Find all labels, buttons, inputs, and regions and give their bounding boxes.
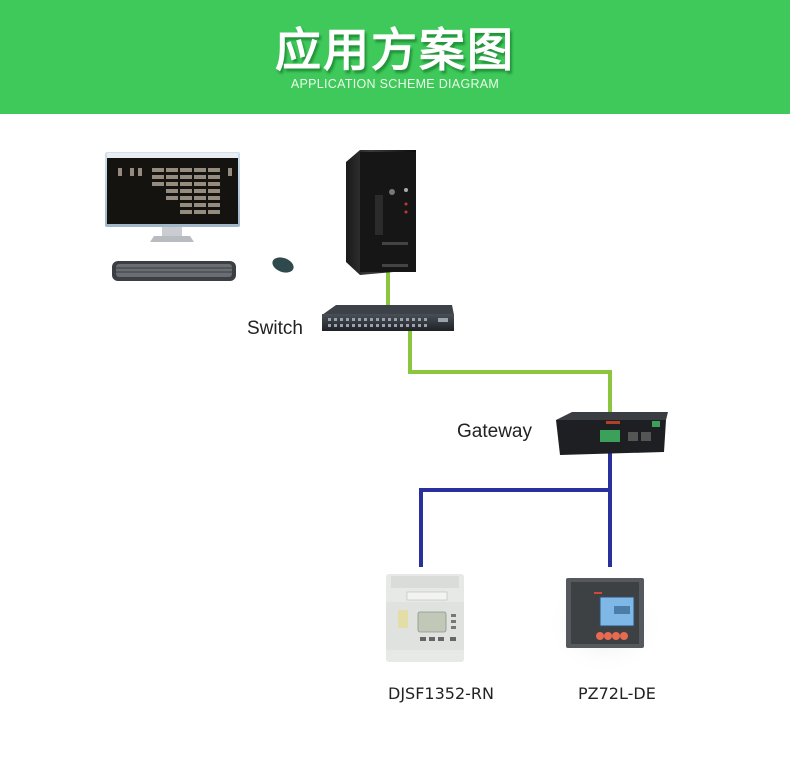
rs485-links [419,452,612,567]
gateway-label: Gateway [457,421,532,442]
ethernet-links [386,272,612,414]
panel-meter-icon [545,575,665,675]
din-rail-meter-icon [386,574,464,662]
switch-gateway-link [408,330,612,414]
computer-workstation-icon [105,152,294,281]
switch-label: Switch [247,318,303,339]
server-tower-icon [346,150,416,275]
gateway-device-icon [556,412,668,455]
page-subtitle: APPLICATION SCHEME DIAGRAM [290,77,500,91]
network-diagram [105,150,668,675]
rs485-bus [419,488,612,567]
meter-1-label: DJSF1352-RN [388,684,494,703]
network-switch-icon [322,305,454,331]
header-banner: 应用方案图 APPLICATION SCHEME DIAGRAM [0,0,790,114]
meter-2-label: PZ72L-DE [578,684,656,703]
page-title: 应用方案图 [275,23,515,77]
